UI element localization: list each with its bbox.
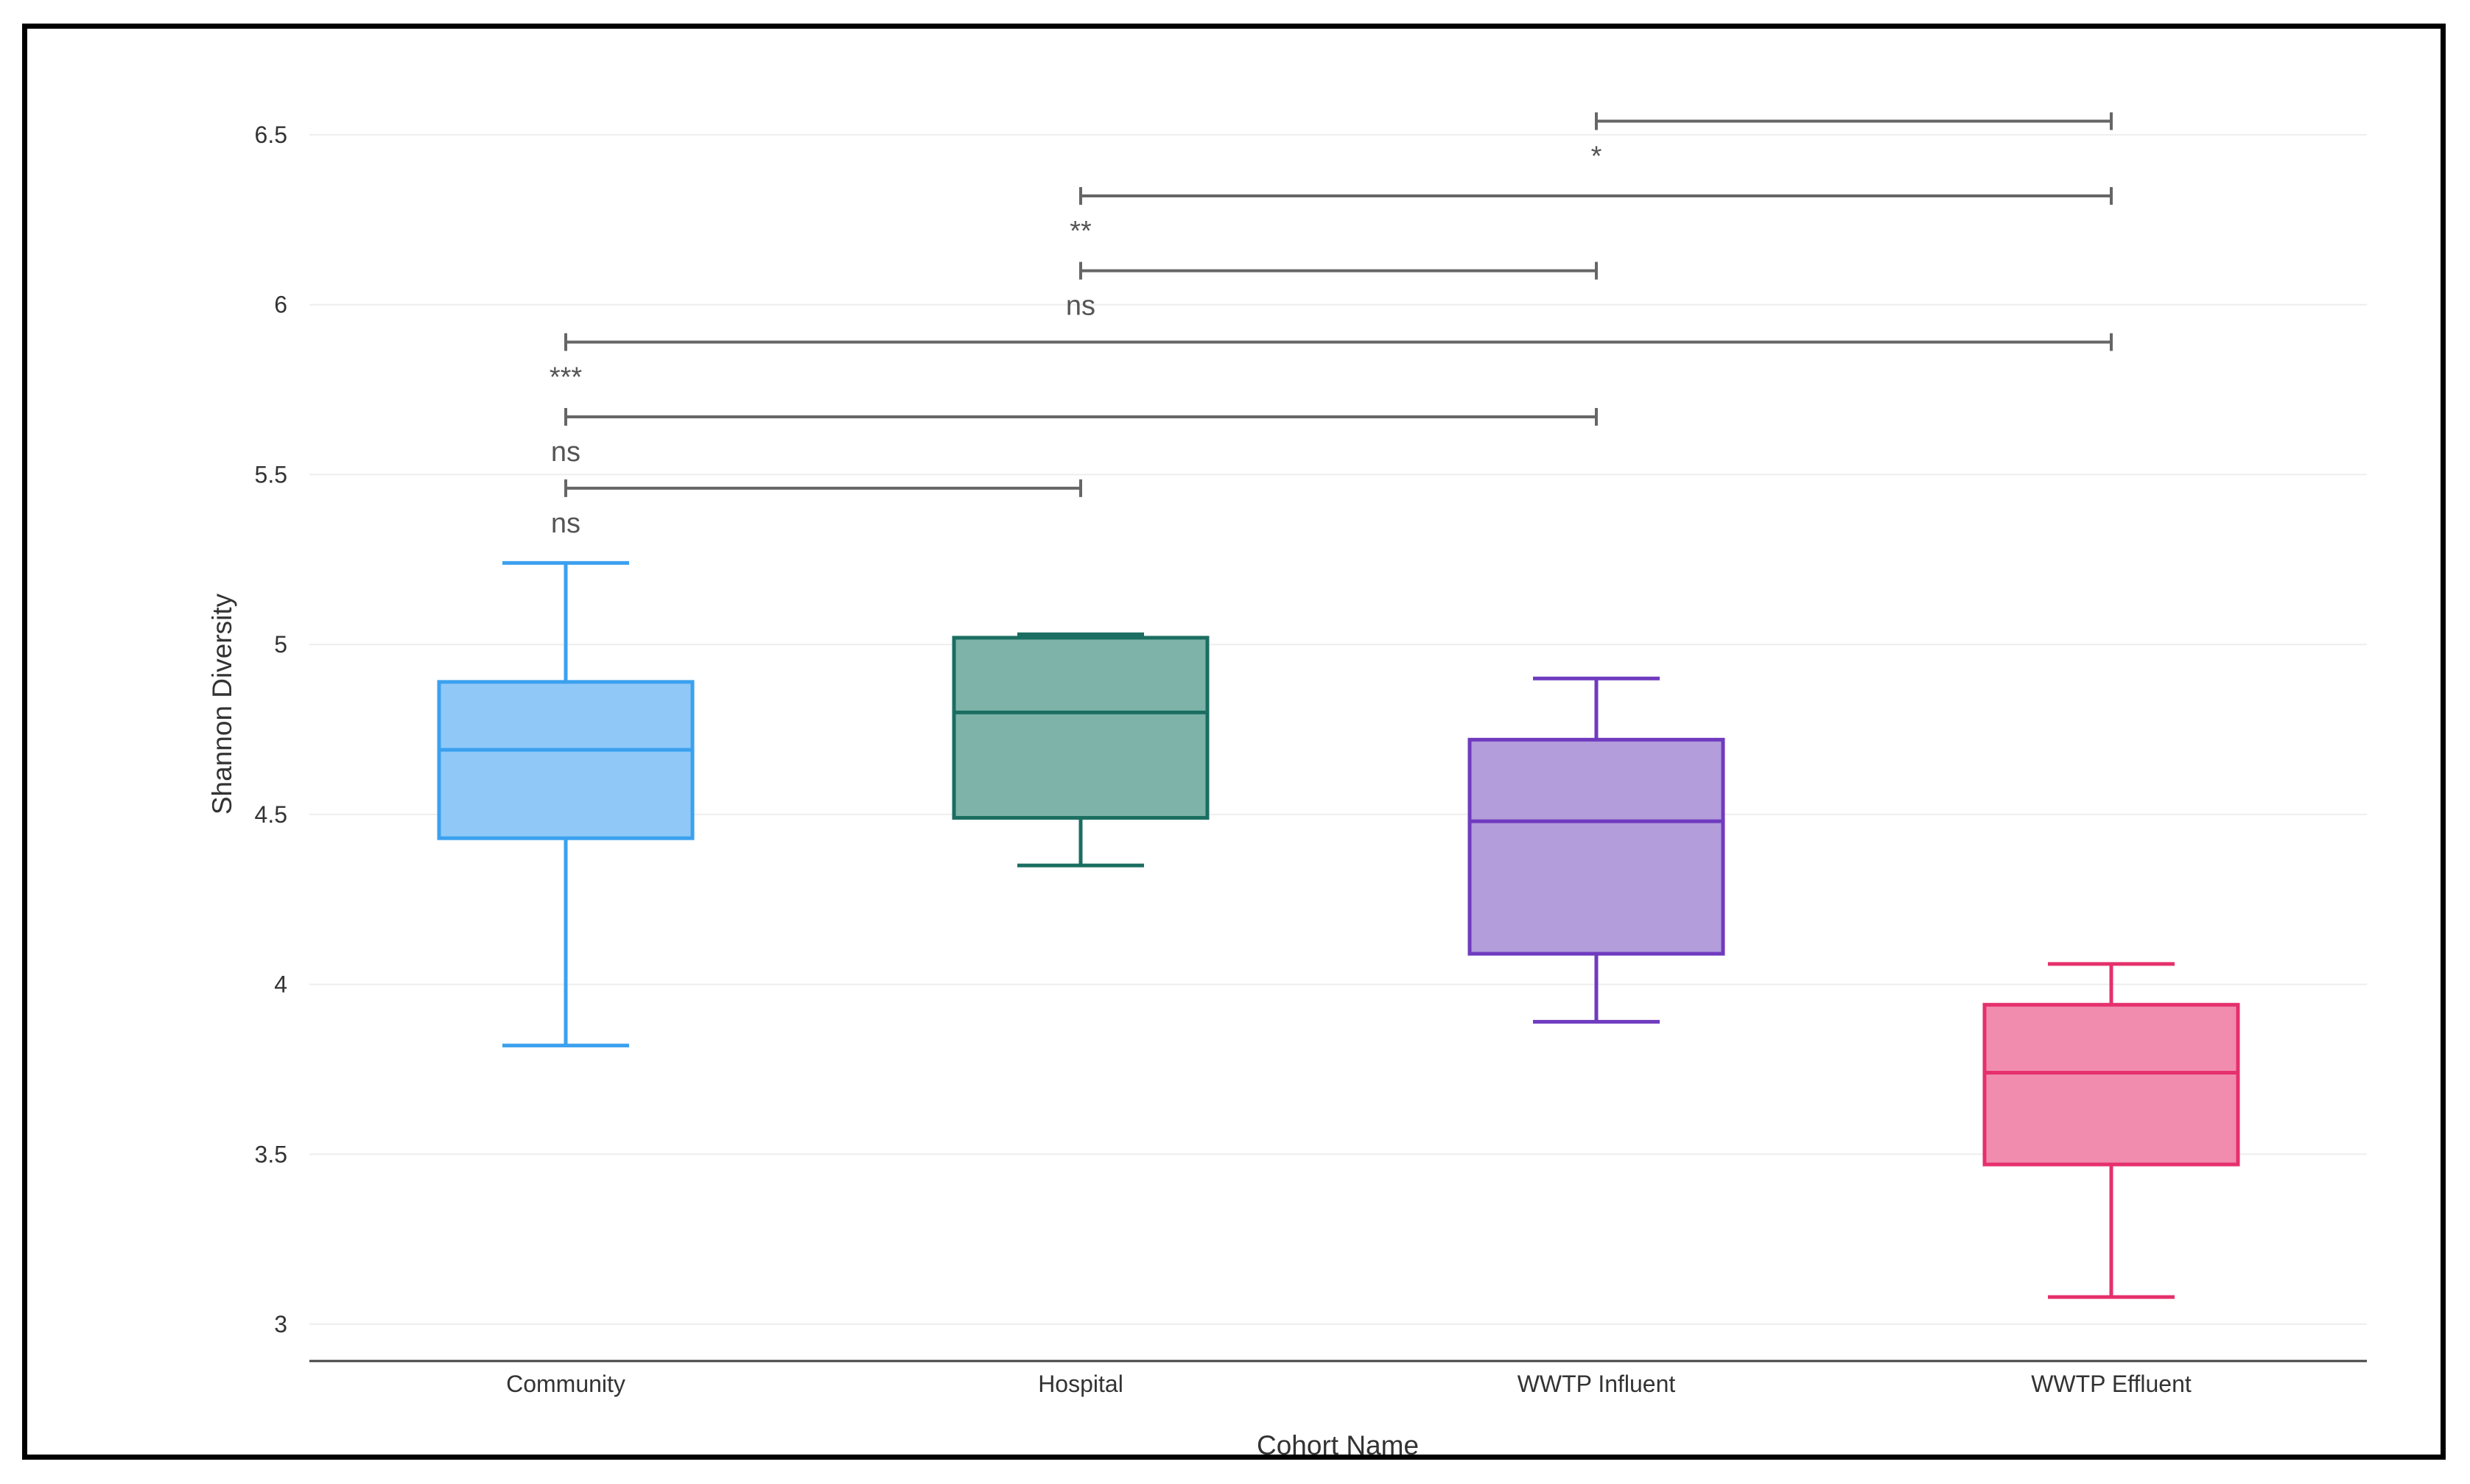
y-tick-label: 5 bbox=[274, 631, 287, 658]
iqr-box bbox=[1982, 1002, 2240, 1167]
figure-frame bbox=[22, 24, 2446, 1460]
y-axis-title: Shannon Diversity bbox=[207, 593, 237, 815]
iqr-box bbox=[952, 636, 1210, 820]
significance-label: * bbox=[1591, 141, 1602, 172]
comparison-bracket: ns bbox=[551, 479, 1082, 539]
significance-label: ns bbox=[1066, 291, 1095, 322]
box-wwtp-influent bbox=[1467, 676, 1725, 1024]
y-tick-label: 4.5 bbox=[255, 801, 287, 828]
y-tick-label: 3 bbox=[274, 1311, 287, 1337]
y-tick-label: 6.5 bbox=[255, 122, 287, 148]
x-tick-label: WWTP Effluent bbox=[2031, 1371, 2192, 1397]
y-tick-label: 6 bbox=[274, 292, 287, 318]
box-wwtp-effluent bbox=[1982, 962, 2240, 1299]
iqr-box bbox=[437, 680, 695, 840]
comparison-bracket: ** bbox=[1070, 187, 2113, 247]
x-tick-label: Community bbox=[506, 1371, 625, 1397]
y-axis-ticks: 3 3.5 4 4.5 5 5.5 6 6.5 bbox=[255, 122, 287, 1337]
y-tick-label: 5.5 bbox=[255, 461, 287, 488]
y-tick-label: 4 bbox=[274, 971, 287, 998]
significance-label: ** bbox=[1070, 216, 1092, 247]
significance-label: ns bbox=[551, 508, 580, 539]
comparison-bracket: *** bbox=[550, 333, 2113, 393]
iqr-box bbox=[1467, 737, 1725, 956]
x-tick-label: Hospital bbox=[1038, 1371, 1123, 1397]
box-hospital bbox=[952, 632, 1210, 868]
comparison-bracket: ns bbox=[1066, 261, 1598, 322]
boxes bbox=[437, 560, 2240, 1299]
x-axis-title: Cohort Name bbox=[1257, 1430, 1419, 1460]
box-community bbox=[437, 560, 695, 1048]
comparison-bracket: ns bbox=[551, 407, 1598, 468]
comparison-bracket: * bbox=[1591, 112, 2113, 172]
y-tick-label: 3.5 bbox=[255, 1141, 287, 1167]
x-tick-label: WWTP Influent bbox=[1518, 1371, 1676, 1397]
x-axis-ticks: Community Hospital WWTP Influent WWTP Efflu… bbox=[506, 1371, 2192, 1397]
significance-label: *** bbox=[550, 362, 583, 393]
significance-label: ns bbox=[551, 437, 580, 468]
